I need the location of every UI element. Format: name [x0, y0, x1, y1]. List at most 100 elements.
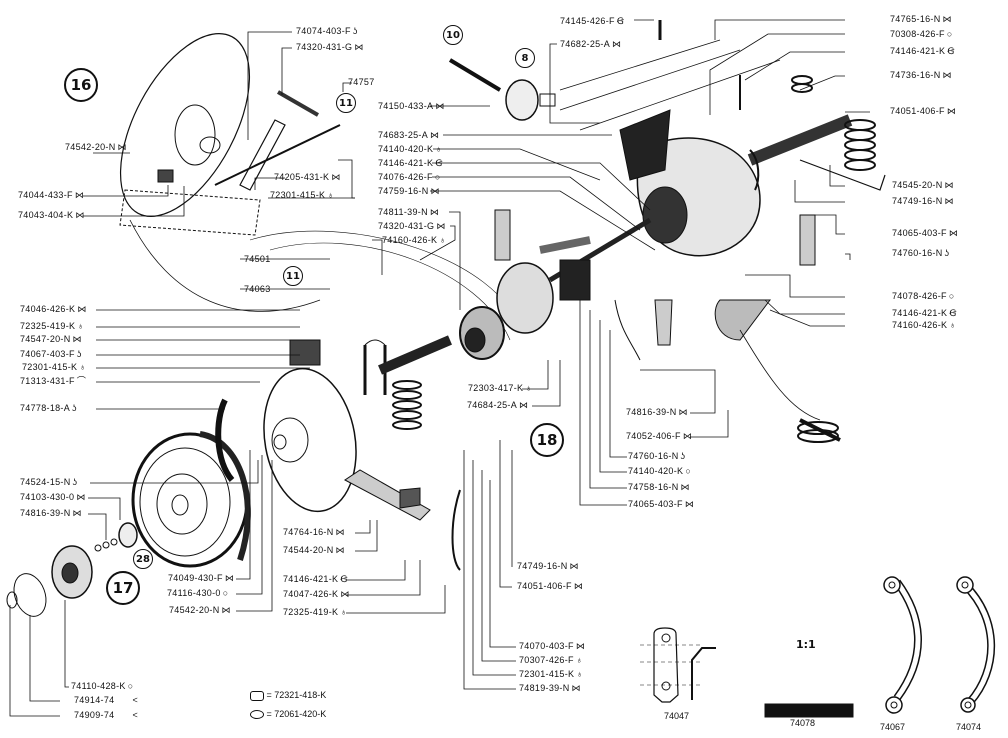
bulb-icon: ♁: [525, 383, 533, 393]
part-label: 74140-420-K○: [628, 466, 691, 477]
bulb-icon: ♁: [435, 144, 443, 154]
part-label: 72303-417-K♁: [468, 383, 532, 394]
clip-icon: Ꞡ: [949, 308, 957, 318]
ref-callout-10: 10: [443, 25, 463, 45]
bowtie-icon: ⋈: [684, 499, 695, 509]
part-number: 74146-421-K: [378, 158, 434, 168]
detail-caption: 74078: [790, 718, 816, 728]
bowtie-icon: ⋈: [430, 130, 440, 140]
bowtie-icon: ⋈: [354, 42, 364, 52]
bowtie-icon: ⋈: [75, 210, 85, 220]
part-number: 74816-39-N: [20, 508, 71, 518]
part-number: 72301-415-K: [519, 669, 575, 679]
nut-icon: [250, 690, 264, 701]
ref-callout-8: 8: [515, 48, 535, 68]
coil-spring-strut-illustration: [344, 335, 461, 571]
legend-nut: = 72321-418-K: [250, 690, 326, 701]
brake-drum-illustration: [131, 431, 251, 568]
part-label: 74320-431-G⋈: [378, 221, 446, 232]
part-label: 74140-420-K♁: [378, 144, 442, 155]
part-label: 74736-16-N⋈: [890, 70, 952, 81]
part-number: 74160-426-K: [892, 320, 948, 330]
bowtie-icon: ⋈: [430, 186, 440, 196]
bowtie-icon: ⋈: [942, 70, 952, 80]
part-label: 74051-406-F⋈: [517, 581, 583, 592]
part-label: 74070-403-F⋈: [519, 641, 585, 652]
part-number: 74320-431-G: [378, 221, 435, 231]
part-label: 74816-39-N⋈: [20, 508, 82, 519]
part-number: 74760-16-N: [628, 451, 679, 461]
part-label: 74103-430-0⋈: [20, 492, 86, 503]
part-label: 74749-16-N⋈: [892, 196, 954, 207]
legend-washer: = 72061-420-K: [250, 709, 327, 720]
legend-text: = 72061-420-K: [266, 709, 327, 719]
part-number: 74764-16-N: [283, 527, 334, 537]
part-number: 74140-420-K: [378, 144, 434, 154]
part-number: 72301-415-K: [270, 190, 326, 200]
angle-icon: <: [132, 710, 138, 720]
part-number: 74063: [244, 284, 271, 294]
part-label: 74764-16-N⋈: [283, 527, 345, 538]
bowtie-icon: ⋈: [331, 172, 341, 182]
bowtie-icon: ⋈: [74, 190, 85, 200]
bulb-icon: ♁: [439, 235, 447, 245]
part-label: 74545-20-N⋈: [892, 180, 954, 191]
part-number: 72325-419-K: [283, 607, 339, 617]
part-label: 74682-25-A⋈: [560, 39, 621, 50]
part-number: 70308-426-F: [890, 29, 945, 39]
leader-lines: [9, 19, 870, 717]
part-label: 72325-419-K♁: [20, 321, 84, 332]
bowtie-icon: ⋈: [221, 605, 231, 615]
hook-icon: ʖ: [944, 248, 950, 258]
ring-icon: ○: [222, 588, 229, 598]
differential-housing-illustration: [459, 20, 886, 361]
part-label: 74542-20-N⋈: [65, 142, 127, 153]
bowtie-icon: ⋈: [680, 482, 690, 492]
part-number: 74684-25-A: [467, 400, 518, 410]
detail-drawings: [640, 576, 996, 718]
part-label: 74160-426-K♁: [892, 320, 956, 331]
part-number: 74046-426-K: [20, 304, 76, 314]
part-number: 74078-426-F: [892, 291, 947, 301]
hub-cover-illustration: [6, 522, 138, 617]
part-number: 74524-15-N: [20, 477, 71, 487]
bowtie-icon: ⋈: [435, 101, 445, 111]
part-number: 74545-20-N: [892, 180, 943, 190]
part-label: 72301-415-K♁: [22, 362, 86, 373]
bowtie-icon: ⋈: [944, 180, 954, 190]
part-number: 74074-403-F: [296, 26, 351, 36]
ref-callout-11-top: 11: [336, 93, 356, 113]
ref-callout-11-mid: 11: [283, 266, 303, 286]
part-number: 74070-403-F: [519, 641, 574, 651]
bulb-icon: ♁: [949, 320, 957, 330]
detail-caption: 74047: [664, 711, 690, 721]
part-number: 74542-20-N: [65, 142, 116, 152]
brake-shoe-hub-illustration: [215, 339, 357, 513]
part-number: 74065-403-F: [628, 499, 683, 509]
bowtie-icon: ⋈: [335, 545, 345, 555]
part-number: 74052-406-F: [626, 431, 681, 441]
bowtie-icon: ⋈: [573, 581, 584, 591]
part-number: 72301-415-K: [22, 362, 78, 372]
part-number: 74914-74: [74, 695, 115, 705]
part-number: 74076-426-F: [378, 172, 433, 182]
part-label: 74683-25-A⋈: [378, 130, 439, 141]
part-label: 74046-426-K⋈: [20, 304, 87, 315]
bowtie-icon: ⋈: [72, 508, 82, 518]
ring-icon: ○: [434, 172, 441, 182]
part-number: 74205-431-K: [274, 172, 330, 182]
part-label: 74909-74<: [74, 710, 138, 721]
part-number: 74547-20-N: [20, 334, 71, 344]
brake-backing-plate-illustration: [119, 33, 341, 236]
part-number: 74065-403-F: [892, 228, 947, 238]
part-label: 74049-430-F⋈: [168, 573, 234, 584]
part-number: 74544-20-N: [283, 545, 334, 555]
part-label: 74759-16-N⋈: [378, 186, 440, 197]
